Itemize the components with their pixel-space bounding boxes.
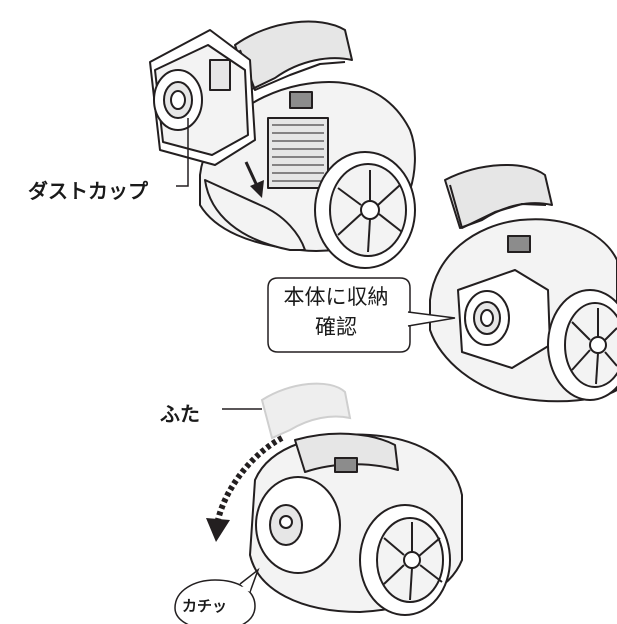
confirm-callout: [267, 277, 456, 353]
lid-label: ふた: [160, 402, 200, 426]
rotate-arrow-icon: [206, 435, 284, 542]
dust-cup-leader-line: [176, 118, 189, 187]
check-storage-line2: 確認: [315, 315, 357, 339]
dust-cup-label: ダストカップ: [28, 179, 148, 203]
click-speech-bubble: [174, 567, 260, 624]
arrow-down-icon: [244, 161, 264, 198]
check-storage-line1: 本体に収納: [283, 285, 389, 309]
click-sound-label: カチッ: [182, 597, 228, 615]
check-storage-label: 本体に収納 確認: [266, 282, 406, 342]
